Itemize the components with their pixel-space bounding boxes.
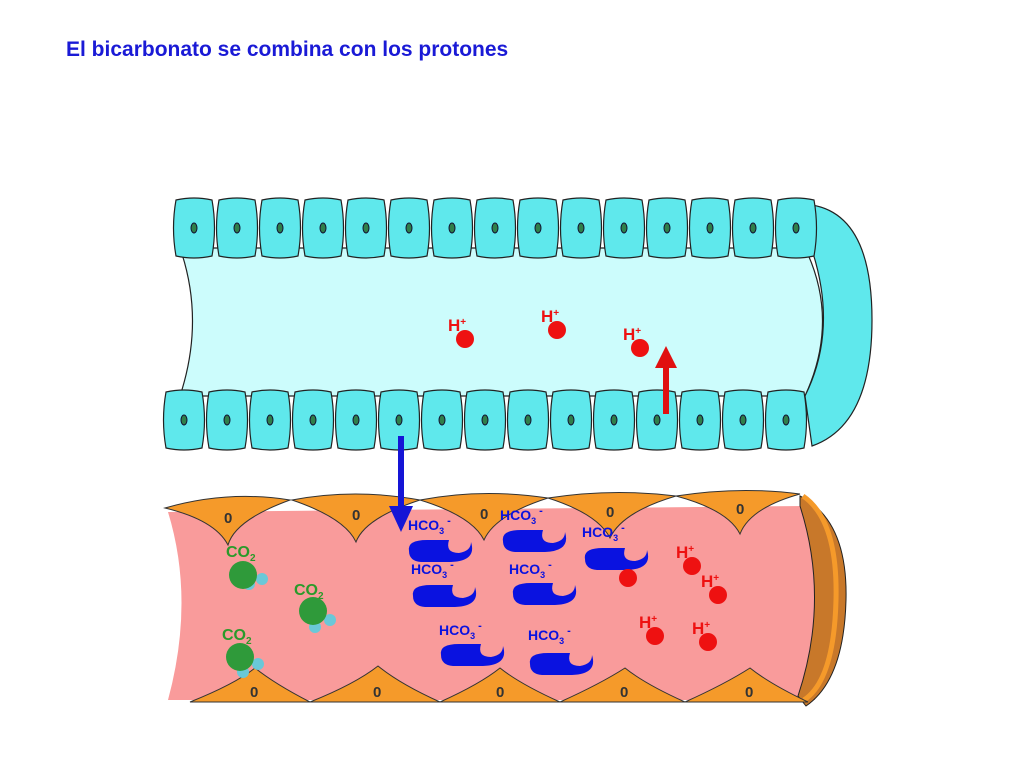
svg-text:0: 0: [352, 507, 360, 524]
svg-text:0: 0: [606, 504, 614, 521]
svg-text:H+: H+: [541, 307, 559, 326]
epithelial-cell: [678, 389, 722, 451]
h-plus-ion: [619, 569, 637, 587]
svg-text:HCO3-: HCO3-: [582, 522, 625, 543]
tube-end-wall: [804, 204, 873, 447]
epithelial-cell: [463, 389, 507, 451]
epithelial-cell: [301, 197, 345, 259]
bicarbonate-ion-icon: HCO3-: [528, 625, 594, 675]
epithelial-cell: [774, 197, 818, 259]
svg-text:H+: H+: [676, 543, 694, 562]
svg-text:CO2: CO2: [226, 544, 256, 564]
epithelial-cell: [334, 389, 378, 451]
svg-text:H+: H+: [448, 316, 466, 335]
svg-text:0: 0: [620, 684, 628, 701]
epithelial-cell: [248, 389, 292, 451]
epithelial-cell: [473, 197, 517, 259]
epithelial-cell: [731, 197, 775, 259]
h-plus-ion: H+: [448, 316, 474, 348]
epithelial-cell: [635, 389, 679, 451]
bicarbonate-ion-icon: HCO3-: [500, 505, 567, 552]
svg-text:H+: H+: [623, 325, 641, 344]
h-plus-ion: H+: [623, 325, 649, 357]
svg-text:HCO3-: HCO3-: [528, 625, 571, 646]
co2-molecule-icon: CO2: [294, 582, 336, 633]
epithelial-cell: [516, 197, 560, 259]
lumen: [179, 247, 823, 397]
epithelial-cell: [688, 197, 732, 259]
bicarbonate-ion-icon: HCO3-: [509, 559, 577, 605]
h-plus-ion: H+: [541, 307, 566, 339]
epithelial-cell: [506, 389, 550, 451]
svg-text:H+: H+: [639, 613, 657, 632]
epithelial-cell: [549, 389, 593, 451]
svg-text:CO2: CO2: [222, 627, 252, 647]
epithelial-cell: [764, 389, 808, 451]
epithelial-cell: [721, 389, 765, 451]
epithelial-cell: [162, 389, 206, 451]
svg-text:H+: H+: [701, 572, 719, 591]
svg-text:0: 0: [250, 684, 258, 701]
co2-molecule-icon: CO2: [226, 544, 268, 590]
epithelial-cell: [258, 197, 302, 259]
epithelial-cell: [592, 389, 636, 451]
epithelial-cell: [172, 197, 216, 259]
svg-text:H+: H+: [692, 619, 710, 638]
epithelial-cell: [420, 389, 464, 451]
endothelial-cells-top: [163, 489, 801, 547]
endothelial-cells-bottom: [189, 665, 809, 703]
svg-text:0: 0: [480, 506, 488, 523]
svg-text:0: 0: [373, 684, 381, 701]
svg-text:HCO3-: HCO3-: [500, 505, 543, 526]
epithelial-cell: [344, 197, 388, 259]
bicarbonate-ion-icon: HCO3-: [582, 522, 649, 570]
bicarbonate-ion-icon: HCO3-: [411, 559, 477, 607]
epithelial-cell: [387, 197, 431, 259]
bicarbonate-ions: HCO3- HCO3- HCO3- HCO3- HCO3- HCO3- HCO3-: [408, 505, 649, 675]
co2-molecule-icon: CO2: [222, 627, 264, 678]
svg-text:HCO3-: HCO3-: [411, 559, 454, 580]
epithelial-cell: [645, 197, 689, 259]
svg-text:0: 0: [496, 684, 504, 701]
epithelial-cell: [215, 197, 259, 259]
h-plus-ion: H+: [676, 543, 701, 575]
bicarbonate-ion-icon: HCO3-: [439, 620, 505, 666]
svg-text:0: 0: [224, 510, 232, 527]
svg-text:0: 0: [736, 501, 744, 518]
epithelial-cell: [559, 197, 603, 259]
h-plus-ion: H+: [639, 613, 664, 645]
epithelial-cell: [205, 389, 249, 451]
svg-text:0: 0: [745, 684, 753, 701]
epithelial-cell: [377, 389, 421, 451]
svg-text:CO2: CO2: [294, 582, 324, 602]
page-title: El bicarbonato se combina con los proton…: [66, 38, 509, 61]
epithelial-cells-top: [172, 197, 818, 259]
epithelial-cell: [430, 197, 474, 259]
blood-vessel: [168, 506, 821, 700]
arrow-up-icon: [655, 346, 677, 414]
epithelial-cells-bottom: [162, 389, 808, 451]
h-plus-ion: H+: [692, 619, 717, 651]
endothelial-nuclei: 0 0 0 0 0 0 0 0 0 0: [224, 501, 753, 701]
svg-text:HCO3-: HCO3-: [408, 515, 451, 536]
svg-text:HCO3-: HCO3-: [509, 559, 552, 580]
arrow-down-icon: [389, 436, 413, 532]
svg-text:HCO3-: HCO3-: [439, 620, 482, 641]
h-plus-ion: H+: [701, 572, 727, 604]
epithelial-cell: [291, 389, 335, 451]
epithelial-cell: [602, 197, 646, 259]
bicarbonate-ion-icon: HCO3-: [408, 515, 473, 562]
